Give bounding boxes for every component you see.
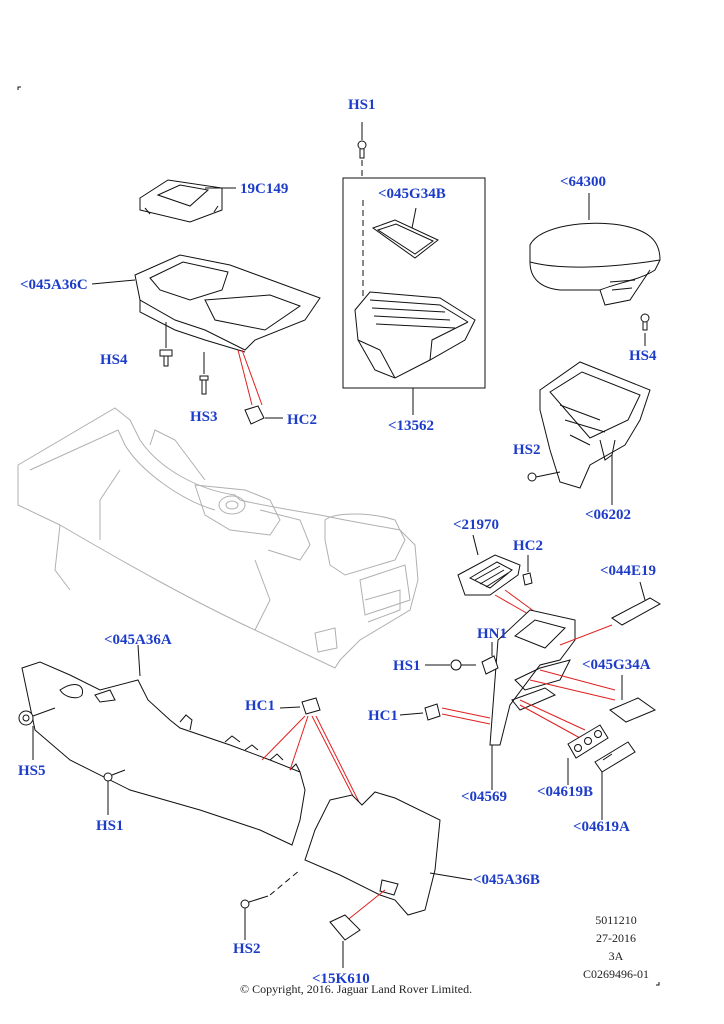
drawing-ref-line1: 5011210 — [595, 913, 637, 927]
screw-hs3 — [199, 352, 209, 395]
part-06202-shape — [539, 361, 651, 489]
part-19c149-shape — [139, 179, 223, 223]
leader-red — [289, 715, 309, 771]
leader-red — [344, 889, 386, 923]
leader-red — [261, 715, 306, 761]
leader-red — [559, 624, 613, 646]
leader-red — [494, 594, 531, 616]
callout-hc1-left[interactable]: HC1 — [245, 698, 275, 714]
drawing-ref-line3: 3A — [608, 949, 624, 963]
callout-hc2-right[interactable]: HC2 — [513, 538, 543, 554]
part-045g34b-shape — [371, 219, 439, 259]
part-13562-storage-shape — [354, 291, 476, 379]
clip-hc2-left — [237, 349, 283, 425]
corner-mark — [656, 982, 660, 986]
callout-045g34b[interactable]: <045G34B — [378, 186, 446, 202]
callout-hc1-mid[interactable]: HC1 — [368, 708, 398, 724]
callout-04619b[interactable]: <04619B — [537, 784, 594, 800]
callout-hs4-left[interactable]: HS4 — [100, 352, 128, 368]
callout-04619a[interactable]: <04619A — [573, 819, 630, 835]
callout-13562[interactable]: <13562 — [388, 418, 435, 434]
clip-hc2-right — [522, 555, 533, 586]
clip-hc1-mid — [399, 703, 441, 721]
callout-hs5[interactable]: HS5 — [18, 763, 46, 779]
leader-red — [519, 699, 586, 731]
leader — [472, 534, 479, 556]
part-044e19-shape — [611, 581, 662, 626]
copyright-notice: © Copyright, 2016. Jaguar Land Rover Lim… — [240, 982, 473, 996]
drawing-ref-line4: C0269496-01 — [583, 967, 649, 981]
part-045a36c-shape — [134, 254, 321, 353]
callout-21970[interactable]: <21970 — [453, 517, 500, 533]
callout-hc2-left[interactable]: HC2 — [287, 412, 317, 428]
drawing-ref-line2: 27-2016 — [596, 931, 636, 945]
leader-red — [441, 713, 491, 725]
part-04619a-shape — [594, 741, 636, 820]
screw-hs1-mid — [425, 659, 476, 671]
callout-06202[interactable]: <06202 — [585, 507, 632, 523]
callout-045a36b[interactable]: <045A36B — [473, 872, 540, 888]
leader-red — [311, 715, 356, 801]
screw-hs1-top — [357, 122, 367, 178]
callout-hs1-top[interactable]: HS1 — [348, 97, 376, 113]
callout-045a36a[interactable]: <045A36A — [104, 632, 172, 648]
callout-hn1[interactable]: HN1 — [477, 626, 507, 642]
callout-hs3[interactable]: HS3 — [190, 409, 218, 425]
leader-red — [441, 707, 491, 719]
leader-red — [315, 715, 363, 809]
screw-hs4-left — [159, 322, 173, 367]
screw-hs2-bottom — [240, 895, 269, 940]
screw-hs1-bottom — [103, 769, 126, 815]
leader-red — [539, 669, 616, 691]
callout-04569[interactable]: <04569 — [461, 789, 508, 805]
nut-hn1 — [481, 642, 499, 675]
part-045a36a-shape — [21, 644, 306, 846]
callout-hs2-bottom[interactable]: HS2 — [233, 941, 261, 957]
screw-hs4-right — [640, 313, 650, 346]
leader — [411, 207, 417, 229]
part-15k610-shape — [329, 914, 361, 968]
leader — [91, 279, 136, 285]
callout-hs1-bottom[interactable]: HS1 — [96, 818, 124, 834]
part-04619b-shape — [567, 724, 609, 785]
callout-hs2-right[interactable]: HS2 — [513, 442, 541, 458]
part-64300-shape — [529, 222, 661, 306]
callout-hs1-mid[interactable]: HS1 — [393, 658, 421, 674]
callout-045g34a[interactable]: <045G34A — [582, 657, 651, 673]
callout-64300[interactable]: <64300 — [560, 174, 607, 190]
callout-045a36c[interactable]: <045A36C — [20, 277, 88, 293]
drawing-reference-block: 5011210 27-2016 3A C0269496-01 — [576, 911, 656, 983]
callout-044e19[interactable]: <044E19 — [600, 563, 657, 579]
part-045a36b-shape — [269, 791, 473, 916]
part-13562-box — [342, 177, 486, 389]
leader-red — [504, 589, 536, 613]
leader-red — [529, 679, 616, 701]
console-outline-ghost — [17, 407, 419, 669]
callout-hs4-right[interactable]: HS4 — [629, 348, 657, 364]
part-21970-shape — [457, 554, 521, 596]
screw-hs2-right — [527, 471, 561, 482]
leader-red — [519, 704, 581, 739]
clip-hc1-left — [279, 697, 321, 715]
screw-hs5 — [18, 707, 56, 760]
callout-19c149[interactable]: 19C149 — [240, 181, 289, 197]
part-045g34a-shape — [609, 675, 657, 723]
part-04569-shape — [489, 609, 576, 790]
corner-mark — [17, 86, 21, 90]
callout-15k610[interactable]: <15K610 — [312, 971, 370, 987]
